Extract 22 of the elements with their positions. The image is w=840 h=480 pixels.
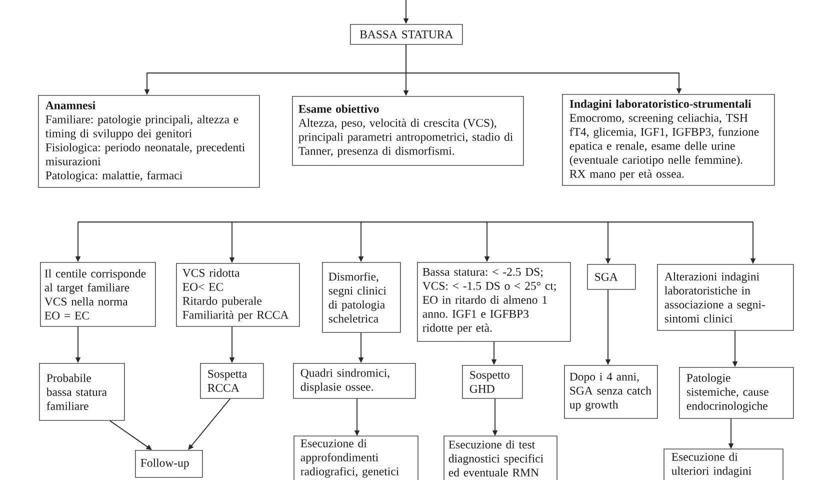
flowchart-box: Sospetta RCCA [200, 363, 264, 399]
arrow [188, 398, 230, 450]
flowchart-box: Dopo i 4 anni, SGA senza catch up growth [564, 365, 658, 419]
flowchart-box: Esame obiettivo Altezza, peso, velocità di crescita (VCS), principali parametri antropometrici, stadio di Tanner, presenza di dismorfismi. [292, 96, 524, 166]
flowchart-box: Anamnesi Familiare: patologie principali, altezza e timing di sviluppo dei genitori Fisiologica: periodo neonatale, precedenti misurazioni Patologica: malattie, farmaci [38, 95, 260, 188]
flowchart-box: Esecuzione di approfondimenti radiografici, genetici [294, 436, 418, 480]
arrow [110, 420, 152, 450]
flowchart-box: Esecuzione di ulteriori indagini [664, 448, 784, 480]
flowchart-box: Quadri sindromici, displasie ossee. [293, 363, 416, 399]
flowchart-box: Patologie sistemiche, cause endocrinologiche [679, 367, 794, 419]
flowchart-box: Bassa statura: < -2.5 DS; VCS: < -1.5 DS o < 25° ct; EO in ritardo di almeno 1 anno. IGF1 e IGFBP3 ridotte per età. [417, 262, 571, 342]
flowchart-box: Alterazioni indagini laboratoristiche in associazione a segni-sintomi clinici [657, 264, 794, 331]
flowchart-box: Esecuzione di test diagnostici specifici ed eventuale RMN [444, 436, 558, 480]
flowchart-box: VCS ridotta EO< EC Ritardo puberale Familiarità per RCCA [176, 263, 300, 327]
flowchart-box: Probabile bassa statura familiare [39, 363, 125, 421]
flowchart-box: Follow-up [135, 450, 203, 478]
flowchart-box: Il centile corrisponde al target familiare VCS nella norma EO = EC [40, 262, 156, 327]
flowchart-box: Dismorfie, segni clinici di patologia scheletrica [322, 262, 401, 333]
flowchart-box: Indagini laboratoristico-strumentali Emocromo, screening celiachia, TSH fT4, glicemia, IGF1, IGFBP3, funzione epatica e renale, esame delle urine (eventuale cariotipo nelle femmine). RX mano per età ossea. [562, 94, 775, 186]
flowchart-box: Sospetto GHD [462, 365, 523, 399]
flowchart-box: SGA [587, 264, 636, 290]
flowchart-box: BASSA STATURA [350, 24, 463, 45]
